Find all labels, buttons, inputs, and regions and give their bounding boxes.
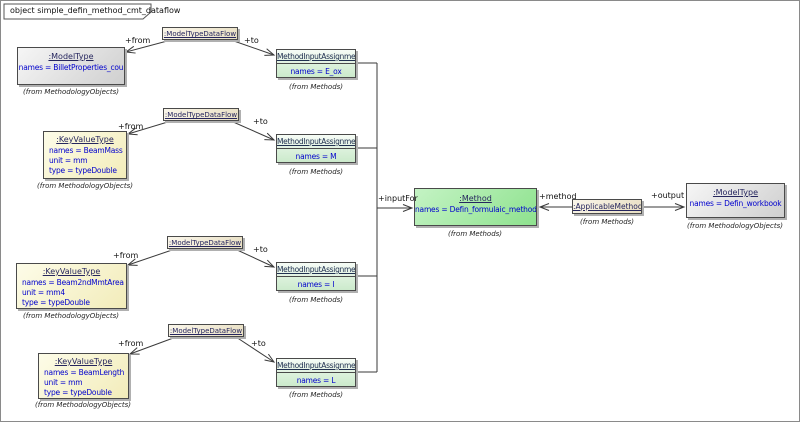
node-title: :KeyValueType [54,357,113,366]
node-attr-names: names = L [296,376,336,385]
node-title: :ModelType [712,188,759,197]
connector-from-df3-beam2nd [126,248,176,266]
node-attr-unit: unit = mm [49,156,88,165]
object-node-mia-l[interactable]: MethodInputAssignment names = L [276,358,356,387]
node-attr-type: type = typeDouble [44,388,112,397]
role-label-from-3: +from [113,251,139,260]
node-title: :ApplicableMethod [573,202,642,211]
object-node-keyvalue-beamlength[interactable]: :KeyValueType names = BeamLength unit = … [38,353,129,399]
diagram-frame-title: object simple_defin_method_cmt_dataflow [10,6,181,15]
node-title: :ModelTypeDataFlow [169,327,243,335]
role-label-to-1: +to [244,36,259,45]
object-node-mia-e[interactable]: MethodInputAssignment names = E_ox [276,49,356,78]
node-attr-type: type = typeDouble [49,166,117,175]
connector-to-df1-mia1 [230,39,276,56]
stereotype-note: (from MethodologyObjects) [37,182,133,190]
stereotype-note: (from Methods) [288,296,344,304]
stereotype-note: (from Methods) [447,230,503,238]
role-label-method: +method [539,192,577,201]
connectors [124,39,686,373]
stereotype-note: (from MethodologyObjects) [35,401,131,409]
object-node-dataflow-2[interactable]: :ModelTypeDataFlow [163,108,239,121]
object-node-mia-i[interactable]: MethodInputAssignment names = I [276,262,356,291]
node-attr-names: names = Defin_workbook [689,199,782,208]
node-title: :ModelTypeDataFlow [168,239,242,247]
object-node-dataflow-3[interactable]: :ModelTypeDataFlow [167,236,243,249]
role-label-from-4: +from [118,339,144,348]
stereotype-note: (from Methods) [288,391,344,399]
node-title: :ModelTypeDataFlow [163,30,237,38]
node-attr-names: names = Defin_formulaic_method [415,205,537,214]
node-title: MethodInputAssignment [277,265,356,274]
node-title: :KeyValueType [56,135,114,144]
connector-to-df4-mia4 [235,336,276,363]
connector-to-df2-mia2 [230,120,276,141]
node-attr-names: names = E_ox [290,67,342,76]
object-node-keyvalue-beam2ndmmtarea[interactable]: :KeyValueType names = Beam2ndMmtArea uni… [16,263,127,309]
node-attr-names: names = Beam2ndMmtArea [22,278,124,287]
object-node-keyvalue-beammass[interactable]: :KeyValueType names = BeamMass unit = mm… [43,131,127,179]
role-label-inputfor: +inputFor [378,194,418,203]
role-label-from-2: +from [118,122,144,131]
object-node-modeltype-workbook[interactable]: :ModelType names = Defin_workbook [686,183,785,218]
connector-from-df4-beamlength [128,336,177,355]
node-title: :ModelTypeDataFlow [164,111,238,119]
object-node-applicable-method[interactable]: :ApplicableMethod [572,199,642,214]
node-title: MethodInputAssignment [277,52,356,61]
stereotype-note: (from MethodologyObjects) [687,222,783,230]
node-attr-names: names = BilletProperties_cou [18,63,124,72]
object-node-dataflow-1[interactable]: :ModelTypeDataFlow [162,27,238,40]
node-attr-names: names = BeamMass [49,146,123,155]
node-title: MethodInputAssignment [277,361,356,370]
node-attr-type: type = typeDouble [22,298,90,307]
frame-tab [3,3,152,20]
object-node-modeltype-billet[interactable]: :ModelType names = BilletProperties_cou [17,47,125,85]
object-node-dataflow-4[interactable]: :ModelTypeDataFlow [168,324,244,337]
role-label-to-3: +to [253,245,268,254]
role-label-output: +output [651,191,685,200]
node-title: :ModelType [48,52,94,61]
object-node-method[interactable]: :Method names = Defin_formulaic_method [414,188,537,226]
role-label-to-2: +to [253,117,268,126]
node-attr-unit: unit = mm [44,378,83,387]
stereotype-note: (from Methods) [288,83,344,91]
connector-to-df3-mia3 [234,248,276,268]
connector-from-df1-billet [124,39,172,54]
stereotype-note: (from MethodologyObjects) [23,88,119,96]
node-attr-names: names = M [295,152,337,161]
node-title: :Method [459,194,492,203]
role-label-to-4: +to [251,339,266,348]
node-title: :KeyValueType [42,267,101,276]
connector-from-df2-beammass [126,120,172,136]
node-attr-unit: unit = mm4 [22,288,65,297]
node-attr-names: names = BeamLength [44,368,125,377]
stereotype-note: (from Methods) [579,218,635,226]
stereotype-note: (from Methods) [288,168,344,176]
stereotype-note: (from MethodologyObjects) [23,312,119,320]
object-node-mia-m[interactable]: MethodInputAssignment names = M [276,134,356,163]
node-attr-names: names = I [297,280,335,289]
role-label-from-1: +from [125,36,151,45]
node-title: MethodInputAssignment [277,137,356,146]
